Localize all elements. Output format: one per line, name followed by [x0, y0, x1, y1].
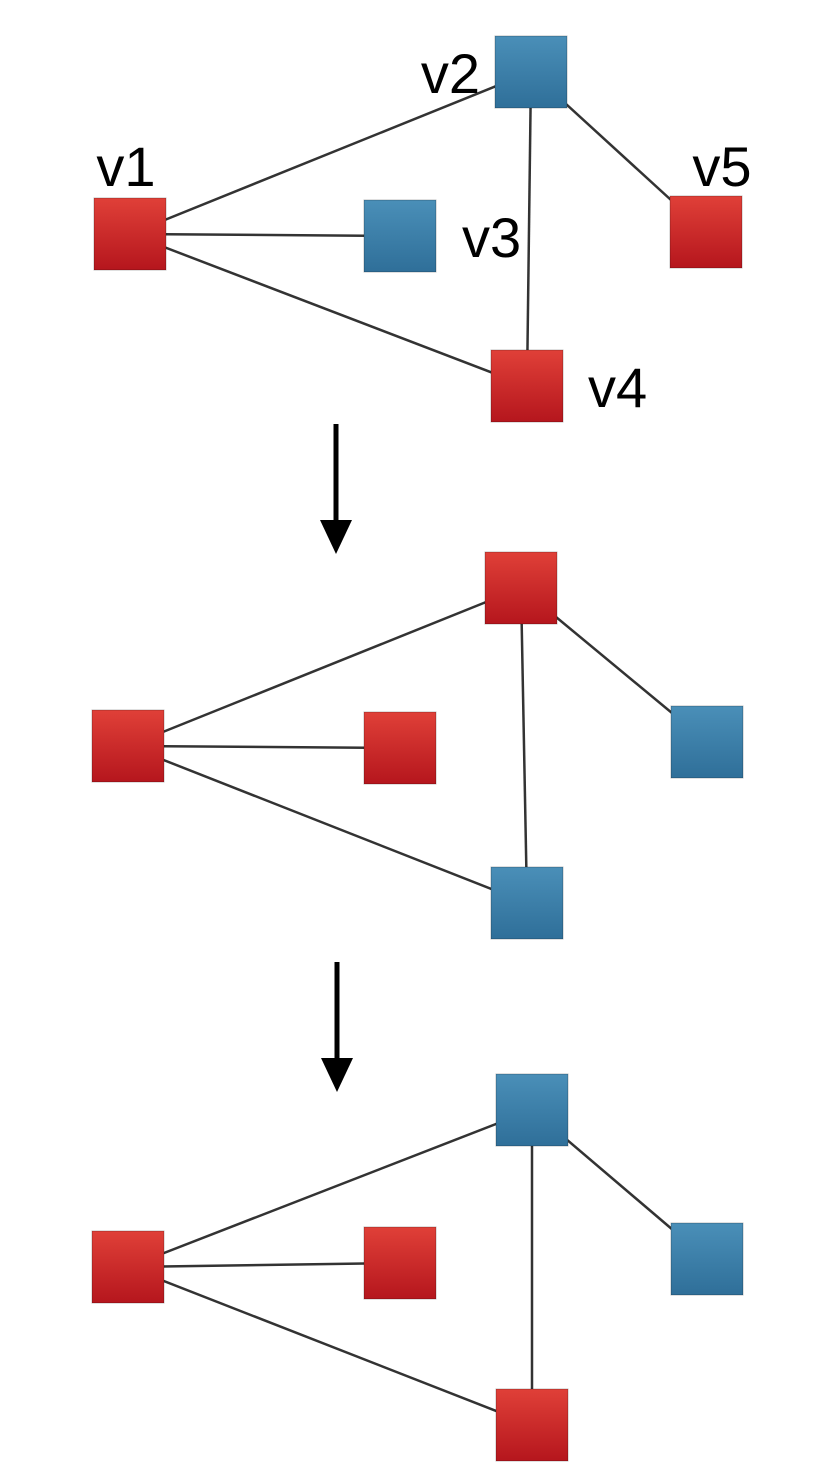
- graph-state-3-edge-v1-v4: [127, 1265, 533, 1427]
- graph-state-2-edge-v1-v3: [127, 744, 401, 750]
- graph-state-3-node-v4: [495, 1388, 569, 1462]
- transition-arrow-1-head: [320, 520, 352, 554]
- node-label-v4: v4: [588, 356, 647, 419]
- graph-state-1: v1 v2 v3 v4 v5: [93, 35, 752, 423]
- graph-state-3-node-v5: [670, 1222, 744, 1296]
- node-label-v1: v1: [96, 135, 155, 198]
- graph-state-2-node-v3: [363, 711, 437, 785]
- graph-state-1-edge-v1-v4: [129, 232, 528, 388]
- graph-state-1-node-v1: [93, 197, 167, 271]
- transition-arrow-2: [321, 962, 353, 1092]
- graph-state-1-node-v4: [490, 349, 564, 423]
- graph-state-3-edge-v1-v3: [127, 1261, 401, 1269]
- graph-state-3-edge-v1-v2: [127, 1108, 533, 1269]
- graph-state-3-node-v1: [91, 1230, 165, 1304]
- node-label-v2: v2: [421, 42, 480, 105]
- transition-arrow-1: [320, 424, 352, 554]
- graph-state-2-edge-v2-v4: [519, 587, 529, 904]
- graph-state-3-node-v2: [495, 1073, 569, 1147]
- graph-state-2-edge-v1-v2: [127, 586, 522, 748]
- node-label-v3: v3: [462, 206, 521, 269]
- graph-state-3-node-v3: [363, 1226, 437, 1300]
- graph-state-2-node-v4: [490, 866, 564, 940]
- node-label-v5: v5: [692, 135, 751, 198]
- graph-state-2-edge-v1-v4: [127, 744, 528, 905]
- graph-state-2-node-v2: [484, 551, 558, 625]
- graph-state-1-edge-v2-v4: [525, 71, 533, 387]
- graph-state-1-node-v2: [494, 35, 568, 109]
- graph-state-2: [91, 551, 744, 940]
- graph-state-2-node-v1: [91, 709, 165, 783]
- graph-state-1-edge-v1-v3: [129, 232, 401, 238]
- graph-state-1-node-v5: [669, 195, 743, 269]
- graph-state-1-node-v3: [363, 199, 437, 273]
- graph-state-3: [91, 1073, 744, 1462]
- graph-state-1-edge-v1-v2: [129, 70, 532, 236]
- graph-state-2-node-v5: [670, 705, 744, 779]
- transition-arrow-2-head: [321, 1058, 353, 1092]
